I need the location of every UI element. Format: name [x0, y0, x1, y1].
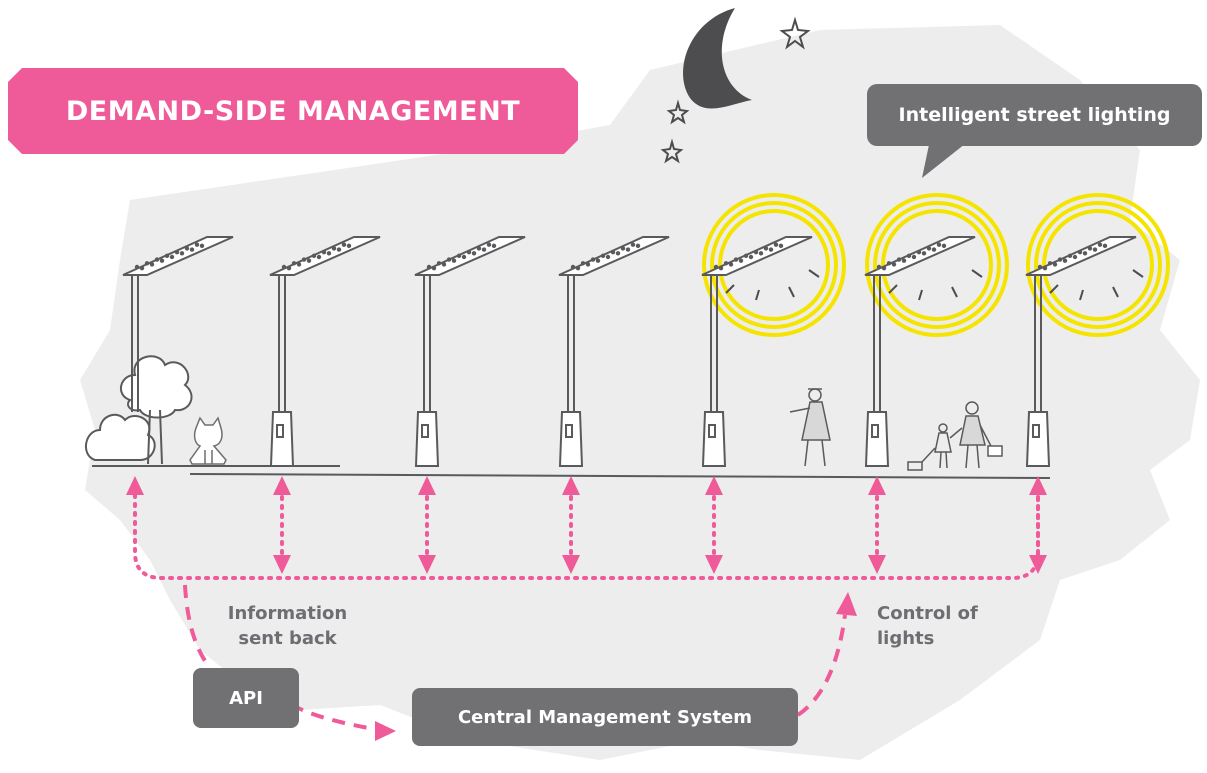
- street-lamp-icon: [558, 236, 670, 467]
- light-ring: [881, 209, 993, 321]
- light-ring: [710, 201, 838, 329]
- arrowhead: [836, 592, 857, 616]
- information-sent-back-label: Information sent back: [227, 603, 348, 649]
- street-lamp-icon: [1025, 193, 1170, 467]
- street-lamp-icon: [701, 193, 846, 467]
- page-title: DEMAND-SIDE MANAGEMENT: [65, 95, 521, 127]
- bidirectional-arrow: [705, 476, 723, 574]
- arrowhead: [375, 721, 396, 741]
- title-banner: DEMAND-SIDE MANAGEMENT: [8, 68, 578, 154]
- star-icon: [666, 99, 690, 125]
- moon-icon: [683, 8, 752, 109]
- street-lamps: [122, 193, 1170, 467]
- api-box: API: [193, 668, 299, 728]
- cat-icon: [189, 416, 227, 465]
- bidirectional-arrow: [868, 476, 886, 574]
- central-management-system-box: Central Management System: [412, 688, 798, 746]
- light-ring: [1034, 201, 1162, 329]
- bidirectional-arrow: [1029, 476, 1047, 574]
- light-ring: [702, 193, 846, 337]
- light-ring: [873, 201, 1001, 329]
- light-ring: [1026, 193, 1170, 337]
- bidirectional-arrow: [273, 476, 291, 574]
- lamp-arrows: [126, 476, 1047, 574]
- street-lamp-icon: [269, 236, 381, 467]
- street-lamp-icon: [864, 193, 1009, 467]
- info-flow-arrow: [183, 584, 212, 670]
- bidirectional-arrow: [562, 476, 580, 574]
- control-flow-arrow: [796, 614, 847, 717]
- light-ring: [1042, 209, 1154, 321]
- light-ring: [865, 193, 1009, 337]
- intelligent-lighting-callout: Intelligent street lighting: [867, 84, 1202, 146]
- callout-tail: [922, 140, 970, 178]
- bidirectional-arrow: [418, 476, 436, 574]
- bidirectional-arrow: [126, 476, 144, 495]
- light-ring: [718, 209, 830, 321]
- street-lamp-icon: [414, 236, 526, 467]
- control-of-lights-label: Control of lights: [877, 603, 978, 649]
- star-icon: [660, 138, 684, 164]
- pedestrian-icon: [907, 401, 1003, 471]
- star-icon: [779, 16, 811, 50]
- pedestrian-icon: [789, 388, 831, 467]
- street-lamp-icon: [122, 236, 234, 412]
